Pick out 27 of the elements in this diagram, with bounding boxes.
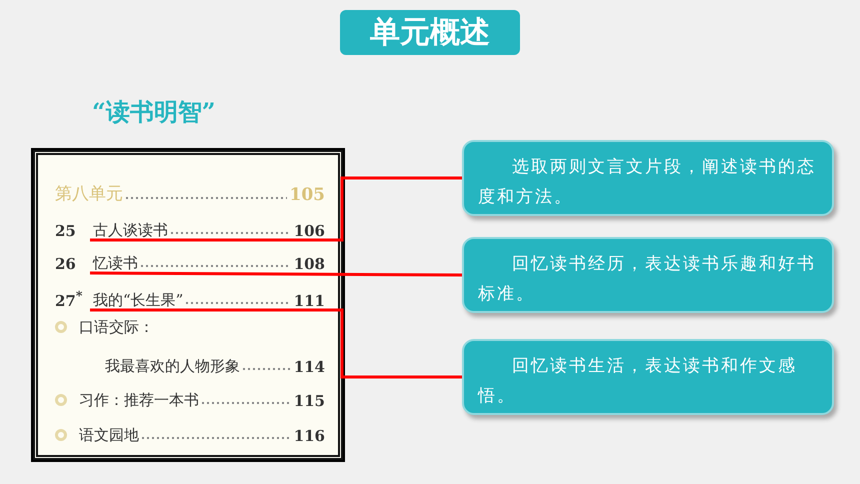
connector-line — [90, 176, 462, 242]
heading-label: “读书明智” — [92, 96, 216, 128]
page-number: 108 — [292, 255, 325, 273]
lesson-title: 我的“长生果” — [93, 291, 184, 310]
lesson-number: 26 — [55, 255, 77, 273]
summary-box: 回忆读书生活，表达读书和作文感悟。 — [462, 339, 834, 415]
lesson-title: 古人谈读书 — [93, 221, 169, 240]
section-title: 语文园地 — [79, 426, 140, 445]
summary-box: 回忆读书经历，表达读书乐趣和好书标准。 — [462, 237, 834, 313]
section-subtitle: 我最喜欢的人物形象 — [105, 357, 241, 376]
page-number: 115 — [292, 392, 325, 410]
page-number: 106 — [292, 222, 325, 240]
contents-page-picture — [33, 150, 343, 460]
page-number: 114 — [292, 358, 325, 376]
slide-title: 单元概述 — [340, 10, 520, 55]
lesson-number: 25 — [55, 222, 77, 240]
page-number: 116 — [292, 427, 325, 445]
page-number: 105 — [288, 185, 325, 205]
section-title: 习作：推荐一本书 — [79, 391, 200, 410]
lesson-number: 27$^{*}$ — [55, 288, 84, 310]
summary-box: 选取两则文言文片段，阐述读书的态度和方法。 — [462, 140, 834, 216]
connector-line — [90, 272, 462, 276]
connector-line — [90, 308, 462, 378]
unit-title: 第八单元 — [55, 183, 124, 205]
page-number: 111 — [292, 292, 325, 310]
section-title: 口语交际： — [79, 318, 154, 336]
lesson-title: 忆读书 — [93, 254, 139, 273]
